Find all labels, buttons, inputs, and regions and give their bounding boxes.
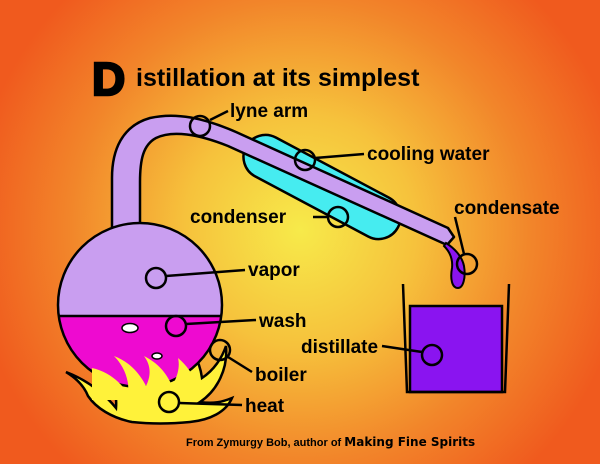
footer-credit: From Zymurgy Bob, author of Making Fine … — [186, 435, 475, 449]
condensate-drip — [442, 241, 466, 290]
marker-boiler — [208, 338, 232, 362]
label-distillate: distillate — [301, 337, 378, 358]
title-initial: D — [92, 53, 125, 105]
bubble-2 — [151, 352, 163, 360]
marker-vapor — [144, 266, 168, 290]
label-boiler: boiler — [255, 365, 307, 386]
marker-lyne-arm — [188, 114, 212, 138]
bubble-1 — [121, 322, 139, 334]
label-lyne-arm: lyne arm — [230, 101, 308, 122]
footer-prefix: From Zymurgy Bob, author of — [186, 437, 344, 449]
label-condensate: condensate — [454, 198, 560, 219]
label-wash: wash — [258, 311, 307, 332]
marker-heat — [157, 390, 181, 414]
label-condenser: condenser — [190, 207, 287, 228]
flame-overlap — [92, 356, 198, 400]
beaker — [401, 283, 511, 394]
marker-condensate — [455, 252, 479, 276]
label-cooling-water: cooling water — [367, 144, 490, 165]
label-heat: heat — [245, 396, 285, 417]
label-vapor: vapor — [248, 260, 300, 281]
marker-wash — [164, 314, 188, 338]
marker-distillate — [420, 343, 444, 367]
lyne-arm-tube — [110, 114, 456, 247]
footer-book: Making Fine Spirits — [344, 435, 475, 449]
marker-cooling-water — [293, 148, 317, 172]
title-text: istillation at its simplest — [136, 64, 420, 92]
